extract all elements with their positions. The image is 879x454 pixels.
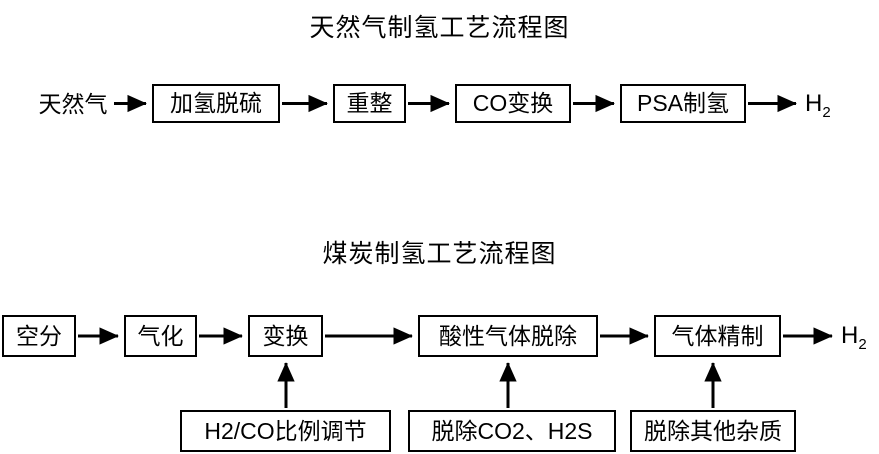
- diagram-1-input-label: 天然气: [38, 90, 108, 117]
- node-acid-gas-removal[interactable]: 酸性气体脱除: [418, 315, 598, 357]
- diagram-1-title: 天然气制氢工艺流程图: [309, 14, 570, 42]
- diagram-1-output-text: H: [805, 90, 823, 117]
- node-shift-conversion[interactable]: 变换: [248, 315, 323, 357]
- node-gasification[interactable]: 气化: [124, 315, 197, 357]
- diagram-2-output-text: H: [841, 322, 859, 349]
- diagram-2-output-subscript: 2: [858, 335, 867, 353]
- diagram-1-output-label: H2: [805, 92, 831, 120]
- diagram-2-title: 煤炭制氢工艺流程图: [322, 240, 557, 268]
- diagram-1-output-subscript: 2: [822, 103, 831, 121]
- node-psa-hydrogen[interactable]: PSA制氢: [620, 84, 746, 123]
- node-gas-purification[interactable]: 气体精制: [654, 315, 781, 357]
- diagram-2-output-label: H2: [841, 324, 867, 352]
- node-air-separation[interactable]: 空分: [2, 315, 76, 357]
- node-remove-co2-h2s[interactable]: 脱除CO2、H2S: [408, 410, 616, 452]
- node-h2-co-ratio-adjust[interactable]: H2/CO比例调节: [180, 410, 391, 452]
- node-remove-other-impurities[interactable]: 脱除其他杂质: [630, 410, 796, 452]
- node-reforming[interactable]: 重整: [333, 84, 406, 123]
- node-co-shift[interactable]: CO变换: [455, 84, 571, 123]
- node-hydrodesulfurization[interactable]: 加氢脱硫: [152, 84, 280, 123]
